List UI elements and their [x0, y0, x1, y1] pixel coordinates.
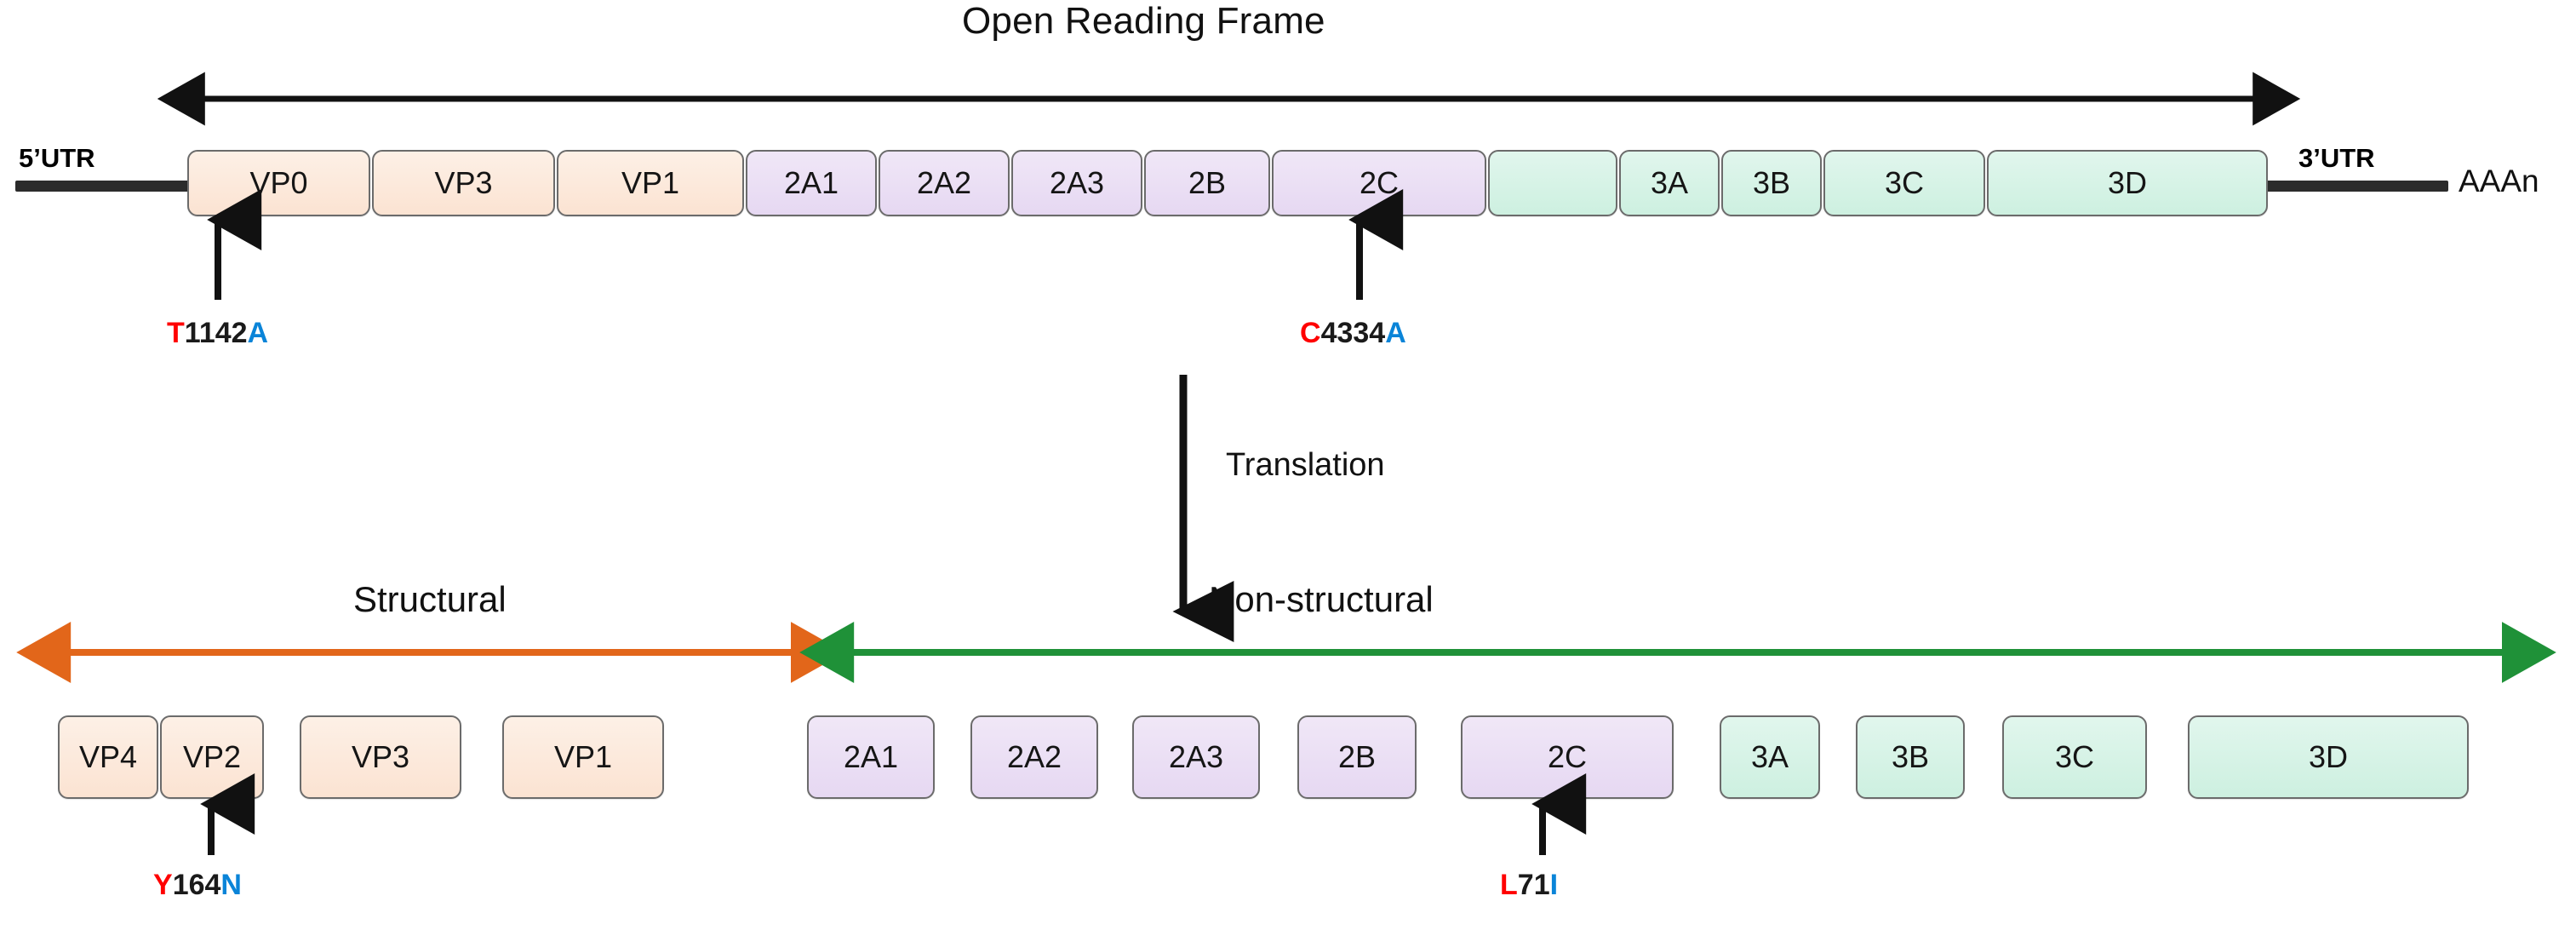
protein-box-label: 2A2 — [1006, 739, 1062, 774]
genome-box-label: 3A — [1650, 165, 1689, 200]
genome-box-label: 3B — [1752, 165, 1791, 200]
protein-box-3a: 3A — [1720, 715, 1820, 799]
genome-mutation-t1142a: T1142A — [167, 317, 268, 350]
mutation-position: 1142 — [184, 317, 248, 349]
mutation-from-residue: C — [1300, 317, 1321, 349]
protein-box-label: 2A3 — [1168, 739, 1224, 774]
protein-box-label: 3B — [1891, 739, 1930, 774]
protein-box-vp2: VP2 — [160, 715, 264, 799]
genome-box-label: 2A1 — [783, 165, 839, 200]
genome-box-2a3: 2A3 — [1011, 150, 1142, 216]
protein-box-label: 3A — [1750, 739, 1789, 774]
genome-box-label: VP0 — [249, 165, 308, 200]
protein-box-label: 2B — [1337, 739, 1377, 774]
protein-box-2a2: 2A2 — [970, 715, 1098, 799]
protein-box-2b: 2B — [1297, 715, 1417, 799]
genome-box-3b: 3B — [1721, 150, 1822, 216]
structural-section-title: Structural — [353, 579, 507, 619]
mutation-to-residue: I — [1549, 869, 1559, 901]
protein-box-vp3: VP3 — [300, 715, 461, 799]
protein-box-vp1: VP1 — [502, 715, 664, 799]
genome-box-3a: 3A — [1619, 150, 1720, 216]
mutation-position: 71 — [1517, 869, 1550, 901]
genome-box-vp3: VP3 — [372, 150, 555, 216]
protein-box-3c: 3C — [2002, 715, 2147, 799]
genome-box-2c: 2C — [1272, 150, 1486, 216]
protein-box-label: VP3 — [351, 739, 410, 774]
genome-box-label: 2C — [1359, 165, 1400, 200]
genome-box-label: 2A2 — [916, 165, 972, 200]
genome-box-3d: 3D — [1987, 150, 2268, 216]
protein-box-label: 2C — [1547, 739, 1588, 774]
protein-box-label: VP2 — [182, 739, 242, 774]
genome-box-2a1: 2A1 — [746, 150, 877, 216]
genome-box-label: 3C — [1884, 165, 1925, 200]
genome-box-label: 2A3 — [1049, 165, 1105, 200]
genome-box-2b: 2B — [1144, 150, 1270, 216]
protein-box-label: VP4 — [78, 739, 138, 774]
mutation-to-residue: A — [247, 317, 269, 349]
mutation-to-residue: A — [1385, 317, 1406, 349]
genome-box-label: 3D — [2107, 165, 2148, 200]
protein-mutation-y164n: Y164N — [153, 869, 242, 902]
protein-box-2a1: 2A1 — [807, 715, 935, 799]
protein-box-2a3: 2A3 — [1132, 715, 1260, 799]
genome-box-2a2: 2A2 — [879, 150, 1010, 216]
protein-box-vp4: VP4 — [58, 715, 158, 799]
mutation-from-residue: L — [1500, 869, 1518, 901]
protein-box-3b: 3B — [1856, 715, 1965, 799]
genome-box-label: VP3 — [434, 165, 493, 200]
protein-box-label: 2A1 — [843, 739, 899, 774]
mutation-from-residue: Y — [153, 869, 173, 901]
nonstructural-section-title: Non-structural — [1209, 579, 1434, 619]
protein-box-label: 3D — [2308, 739, 2349, 774]
three-utr-label: 3’UTR — [2298, 143, 2375, 173]
poly-a-tail-label: AAAn — [2459, 164, 2539, 198]
mutation-from-residue: T — [167, 317, 185, 349]
genome-box-3c: 3C — [1823, 150, 1985, 216]
orf-title: Open Reading Frame — [962, 0, 1325, 42]
genome-box-vp0: VP0 — [187, 150, 370, 216]
mutation-to-residue: N — [220, 869, 242, 901]
five-utr-line — [15, 181, 192, 192]
protein-box-label: 3C — [2054, 739, 2095, 774]
protein-box-label: VP1 — [553, 739, 613, 774]
protein-box-3d: 3D — [2188, 715, 2469, 799]
genome-box-vp1: VP1 — [557, 150, 744, 216]
protein-box-2c: 2C — [1461, 715, 1674, 799]
protein-mutation-l71i: L71I — [1500, 869, 1558, 902]
three-utr-line — [2264, 181, 2448, 192]
genome-box-label: VP1 — [621, 165, 680, 200]
five-utr-label: 5’UTR — [19, 143, 95, 173]
translation-label: Translation — [1226, 447, 1385, 483]
genome-box-spacer-12 — [1488, 150, 1617, 216]
genome-box-label: 2B — [1188, 165, 1227, 200]
genome-mutation-c4334a: C4334A — [1300, 317, 1406, 350]
mutation-position: 4334 — [1320, 317, 1386, 349]
mutation-position: 164 — [172, 869, 221, 901]
